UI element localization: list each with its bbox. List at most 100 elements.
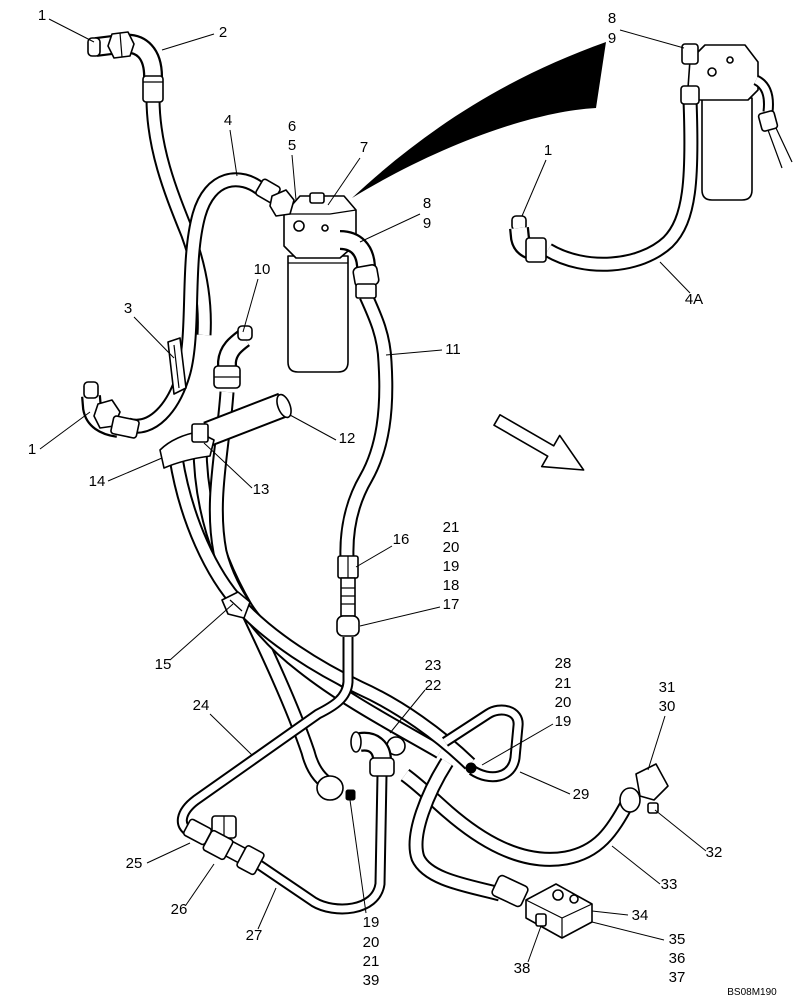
filter-assembly <box>255 178 380 373</box>
callout-19: 19 <box>363 914 380 931</box>
callout-3: 3 <box>124 300 132 317</box>
callout-21: 21 <box>363 953 380 970</box>
callout-2: 2 <box>219 24 227 41</box>
callout-33: 33 <box>661 876 678 893</box>
inset-filter-canister <box>701 97 753 201</box>
leader-line <box>257 887 277 930</box>
filter-head-plug <box>321 224 329 232</box>
callout-11: 11 <box>445 341 461 358</box>
fitting-ribs <box>341 587 355 605</box>
leader-line <box>591 921 665 941</box>
hose-bundle-b-core <box>194 444 335 791</box>
fitting-29-cap <box>465 762 477 774</box>
fitting-29-nut <box>465 762 477 774</box>
callout-20: 20 <box>555 694 572 711</box>
leader-line <box>519 771 571 795</box>
leader-line <box>203 442 253 489</box>
hose-4-core <box>126 174 266 432</box>
callout-5: 5 <box>288 137 296 154</box>
callout-21: 21 <box>555 675 572 692</box>
hose-11-core <box>341 293 392 559</box>
hose-bundle-end-cap <box>316 775 344 801</box>
hose-27-core <box>256 774 386 913</box>
leader-line <box>611 845 661 885</box>
leader-line <box>229 129 238 177</box>
filter-head-bolt <box>293 220 305 232</box>
callout-4: 4 <box>224 112 232 129</box>
callout-37: 37 <box>669 969 686 986</box>
fitting-stack-16-21 <box>336 555 360 637</box>
callout-29: 29 <box>573 786 590 803</box>
callout-31: 31 <box>659 679 676 696</box>
hose-29-core <box>443 706 522 781</box>
inset-right-hose-core <box>754 76 772 113</box>
leader-line <box>389 689 426 734</box>
callout-1: 1 <box>38 7 46 24</box>
inset-right-nut <box>757 110 779 132</box>
fitting-26-nut <box>236 845 265 876</box>
nut-edge <box>119 32 123 58</box>
callout-8: 8 <box>423 195 431 212</box>
valve-block-port <box>569 894 579 904</box>
inset-callout-9: 9 <box>608 30 616 47</box>
callout-labels: 1 2 4 6 5 7 8 9 10 3 11 1 12 14 13 16 21… <box>28 7 723 989</box>
leader-line <box>619 29 685 49</box>
callout-7: 7 <box>360 139 368 156</box>
leader-line <box>359 606 441 627</box>
hose-11-ferrule <box>355 283 377 299</box>
inset-filter-plug <box>726 56 734 64</box>
direction-arrow <box>493 414 585 471</box>
hose-end-bundle <box>316 775 356 801</box>
callout-18: 18 <box>443 577 460 594</box>
pipe-12-end <box>276 393 292 419</box>
callout-32: 32 <box>706 844 723 861</box>
inset-callout-8: 8 <box>608 10 616 27</box>
inset-callout-1: 1 <box>544 142 552 159</box>
inset-fitting-1-nut <box>525 237 547 263</box>
valve-block-edges <box>525 899 593 938</box>
figure-code: BS08M190 <box>727 987 777 998</box>
callout-30: 30 <box>659 698 676 715</box>
tee-fitting-25-26 <box>182 815 265 876</box>
filter-head-port <box>309 192 325 204</box>
hose-24-core <box>178 637 352 836</box>
leader-lines <box>39 18 707 963</box>
callout-19: 19 <box>443 558 460 575</box>
leader-line <box>107 457 163 482</box>
callout-28: 28 <box>555 655 572 672</box>
leader-line <box>591 910 629 916</box>
hose-from-fitting-10 <box>208 391 444 759</box>
callout-38: 38 <box>514 960 531 977</box>
fitting-5-6-nut <box>269 189 295 217</box>
elbow-fitting-22-23 <box>350 731 406 777</box>
callout-16: 16 <box>393 531 410 548</box>
callout-21: 21 <box>443 519 460 536</box>
fitting-30-nut <box>619 787 641 813</box>
callout-24: 24 <box>193 697 210 714</box>
elbow-fitting-top-left <box>87 31 164 103</box>
callout-19: 19 <box>555 713 572 730</box>
leader-line <box>146 842 191 864</box>
hoses <box>145 97 635 915</box>
valve-block-34 <box>491 874 593 939</box>
leader-line <box>349 799 367 914</box>
elbow-fitting-30-31 <box>619 763 669 814</box>
callout-25: 25 <box>126 855 143 872</box>
hose-4-ferrule <box>110 415 140 439</box>
leader-line <box>289 414 337 441</box>
valve-block-port <box>552 889 564 901</box>
leader-line <box>242 278 259 333</box>
direction-arrow-outline <box>493 414 585 471</box>
inset-right-lines <box>767 127 793 169</box>
leader-line <box>521 159 547 217</box>
callout-26: 26 <box>171 901 188 918</box>
leader-line <box>647 715 666 771</box>
fitting-17-nut <box>336 615 360 637</box>
callout-14: 14 <box>89 473 106 490</box>
callout-39: 39 <box>363 972 380 989</box>
leader-line <box>169 603 234 661</box>
fitting-18-body <box>340 577 356 617</box>
leader-line <box>659 261 691 294</box>
bracket-14 <box>159 423 215 469</box>
callout-20: 20 <box>363 934 380 951</box>
